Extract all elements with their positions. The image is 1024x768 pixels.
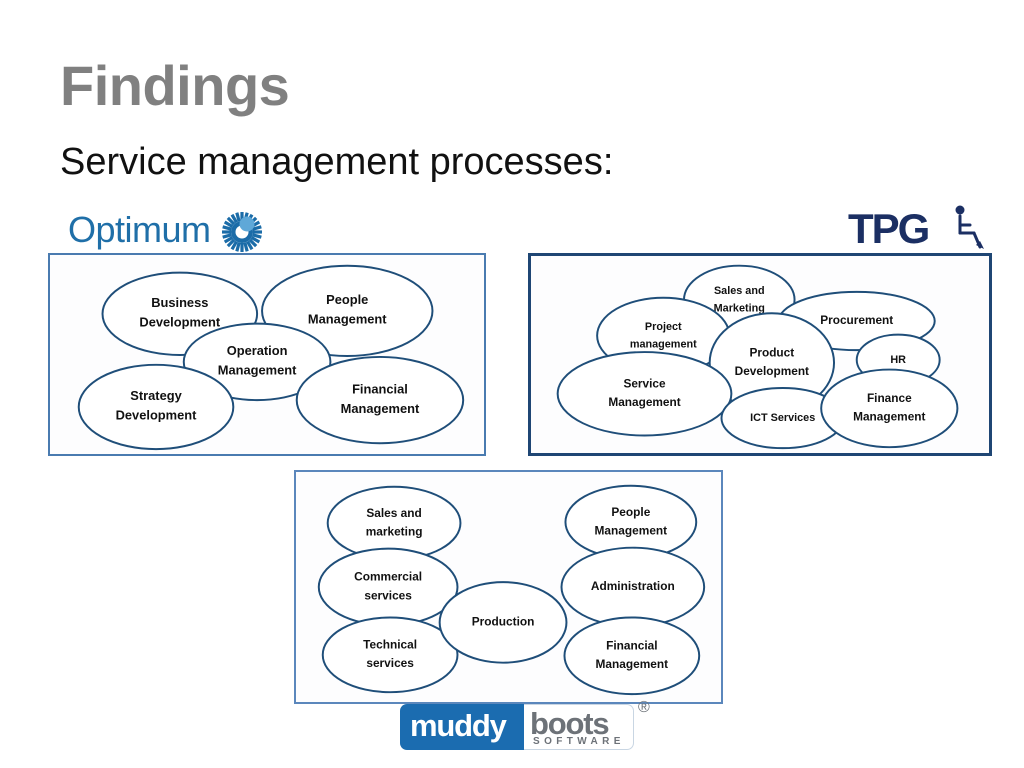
bubble-label: Production bbox=[472, 615, 535, 629]
bubble-outline bbox=[556, 351, 733, 437]
bubble-label: ICT Services bbox=[750, 412, 815, 424]
bubble-outline bbox=[295, 355, 465, 445]
bubble-label: Administration bbox=[591, 579, 675, 593]
muddyboots-blue-block bbox=[400, 704, 524, 750]
bubble-label: HR bbox=[890, 354, 906, 366]
bubble-outline bbox=[77, 363, 235, 451]
page-title: Findings bbox=[60, 54, 290, 117]
page-subtitle: Service management processes: bbox=[60, 141, 614, 183]
bubble-outline bbox=[563, 616, 701, 696]
registered-trademark-icon: ® bbox=[638, 699, 650, 716]
sunburst-icon bbox=[222, 212, 262, 252]
bubble-outline bbox=[438, 581, 568, 664]
accessibility-wheelchair-icon bbox=[955, 205, 984, 249]
optimum-logo: Optimum bbox=[68, 208, 278, 254]
bubble-outline bbox=[321, 616, 459, 694]
muddyboots-tagline: SOFTWARE bbox=[533, 736, 625, 747]
bubble-production[interactable]: Production bbox=[438, 581, 568, 664]
muddyboots-logo: muddy boots SOFTWARE ® bbox=[400, 700, 660, 756]
muddyboots-word-muddy: muddy bbox=[410, 708, 507, 743]
bubble-outline bbox=[820, 368, 959, 449]
tpg-wordmark: TPG bbox=[848, 205, 930, 252]
muddyboots-white-block bbox=[524, 704, 634, 750]
bubble-administration[interactable]: Administration bbox=[560, 546, 706, 628]
muddyboots-word-boots: boots bbox=[530, 706, 610, 741]
optimum-wordmark: Optimum bbox=[68, 209, 211, 250]
bubble-outline bbox=[317, 547, 459, 627]
bubble-outline bbox=[182, 322, 332, 402]
tpg-logo: TPG bbox=[848, 203, 998, 255]
bubble-label: Procurement bbox=[820, 314, 893, 327]
